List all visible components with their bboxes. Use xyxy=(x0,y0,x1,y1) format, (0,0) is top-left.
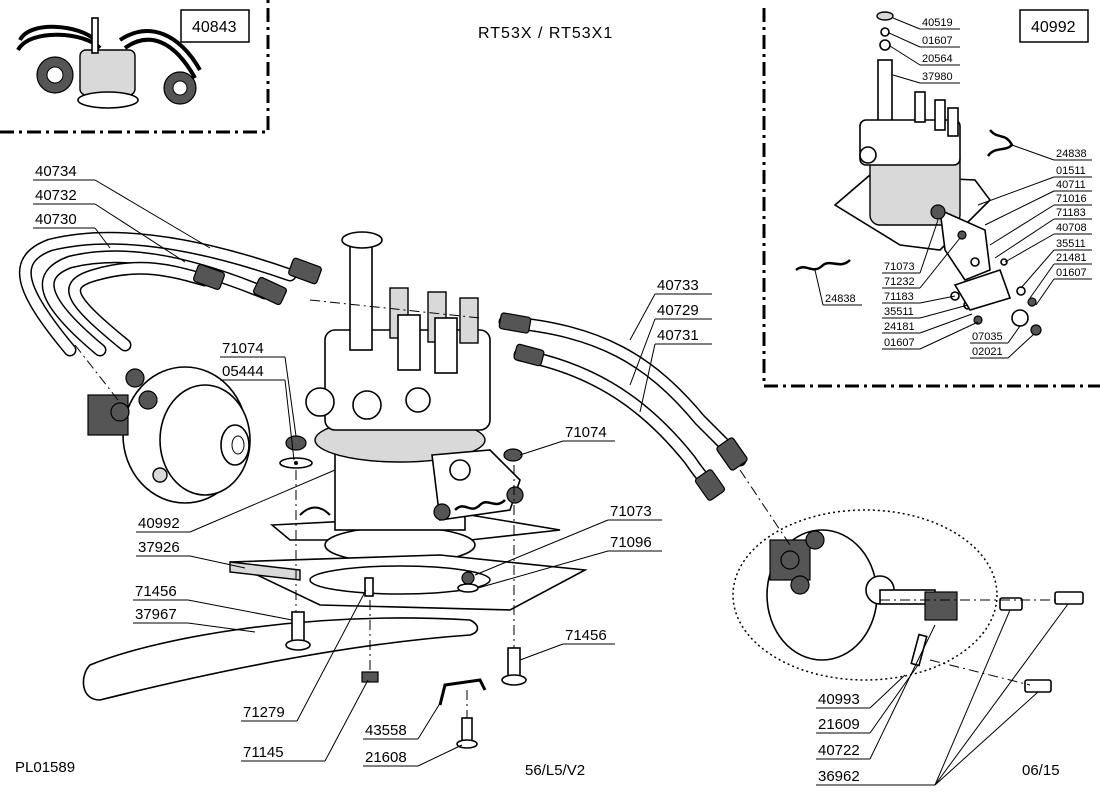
label-40729: 40729 xyxy=(657,302,699,319)
box-40843-label: 40843 xyxy=(192,19,237,36)
label-43558: 43558 xyxy=(365,722,407,739)
inset-label-21481: 21481 xyxy=(1056,252,1087,264)
label-71074-right: 71074 xyxy=(565,424,607,441)
box-40992-frame xyxy=(1019,9,1089,43)
mini-assembly xyxy=(16,17,202,109)
hoses-left xyxy=(18,231,322,357)
base-plates xyxy=(82,554,588,701)
motor-left xyxy=(87,366,251,504)
label-71456-left: 71456 xyxy=(135,583,177,600)
inset-label-02021: 02021 xyxy=(972,346,1003,358)
label-71096: 71096 xyxy=(610,534,652,551)
label-71145: 71145 xyxy=(243,744,284,761)
inset-label-37980: 37980 xyxy=(922,71,953,83)
inset-label-71183-top: 71183 xyxy=(1056,207,1086,219)
label-40992: 40992 xyxy=(138,515,180,532)
label-40722: 40722 xyxy=(818,742,860,759)
label-21608: 21608 xyxy=(365,749,407,766)
inset-label-01511: 01511 xyxy=(1056,165,1086,177)
hoses-right xyxy=(498,312,748,501)
main-drawing xyxy=(18,231,1084,749)
callouts-main: 40734 40732 40730 71074 05444 40733 4072… xyxy=(33,163,1069,786)
inset-valve-assembly xyxy=(795,11,1042,336)
revision-date: 06/15 xyxy=(1022,762,1060,779)
nut-washer-left xyxy=(279,435,313,469)
label-36962: 36962 xyxy=(818,768,860,785)
nut-right xyxy=(503,448,523,462)
inset-label-01607-right: 01607 xyxy=(1056,267,1087,279)
label-71073: 71073 xyxy=(610,503,652,520)
inset-label-71183-left: 71183 xyxy=(884,291,914,303)
inset-label-01607-left: 01607 xyxy=(884,337,915,349)
plate-number: PL01589 xyxy=(15,759,75,776)
box-40843-frame xyxy=(180,9,250,43)
box-40992-label: 40992 xyxy=(1031,19,1076,36)
inset-label-35511-left: 35511 xyxy=(884,306,914,318)
label-37926: 37926 xyxy=(138,539,180,556)
inset-40843: 40843 xyxy=(0,0,270,134)
label-71074-left: 71074 xyxy=(222,340,264,357)
label-40733: 40733 xyxy=(657,277,699,294)
label-40734: 40734 xyxy=(35,163,77,180)
inset-label-71073: 71073 xyxy=(884,261,915,273)
label-40732: 40732 xyxy=(35,187,77,204)
inset-labels-left: 71073 71232 71183 35511 24181 01607 0703… xyxy=(814,219,1035,359)
inset-label-71016: 71016 xyxy=(1056,193,1087,205)
inset-label-40519: 40519 xyxy=(922,17,953,29)
label-71456-right: 71456 xyxy=(565,627,607,644)
inset-40992: 40992 xyxy=(762,8,1100,388)
label-37967: 37967 xyxy=(135,606,177,623)
inset-label-71232: 71232 xyxy=(884,276,915,288)
label-40731: 40731 xyxy=(657,327,699,344)
label-21609: 21609 xyxy=(818,716,860,733)
model-title: RT53X / RT53X1 xyxy=(478,25,613,42)
inset-label-24838-top: 24838 xyxy=(1056,148,1087,160)
label-05444: 05444 xyxy=(222,363,264,380)
motor-right xyxy=(732,509,1084,693)
inset-label-24181: 24181 xyxy=(884,321,915,333)
inset-label-24838-left: 24838 xyxy=(825,293,856,305)
inset-label-40708: 40708 xyxy=(1056,222,1087,234)
reference-code: 56/L5/V2 xyxy=(525,762,585,779)
inset-label-01607-top: 01607 xyxy=(922,35,953,47)
valve-unit xyxy=(269,231,561,564)
inset-label-40711: 40711 xyxy=(1056,179,1086,191)
inset-label-07035: 07035 xyxy=(972,331,1003,343)
label-71279: 71279 xyxy=(243,704,285,721)
center-lines xyxy=(74,299,1060,718)
inset-label-35511-right: 35511 xyxy=(1056,238,1086,250)
inset-labels-right: 40519 01607 20564 37980 24838 01511 4071… xyxy=(888,17,1092,306)
inset-label-20564: 20564 xyxy=(922,53,953,65)
label-40730: 40730 xyxy=(35,211,77,228)
label-40993: 40993 xyxy=(818,691,860,708)
bolts xyxy=(285,577,527,749)
